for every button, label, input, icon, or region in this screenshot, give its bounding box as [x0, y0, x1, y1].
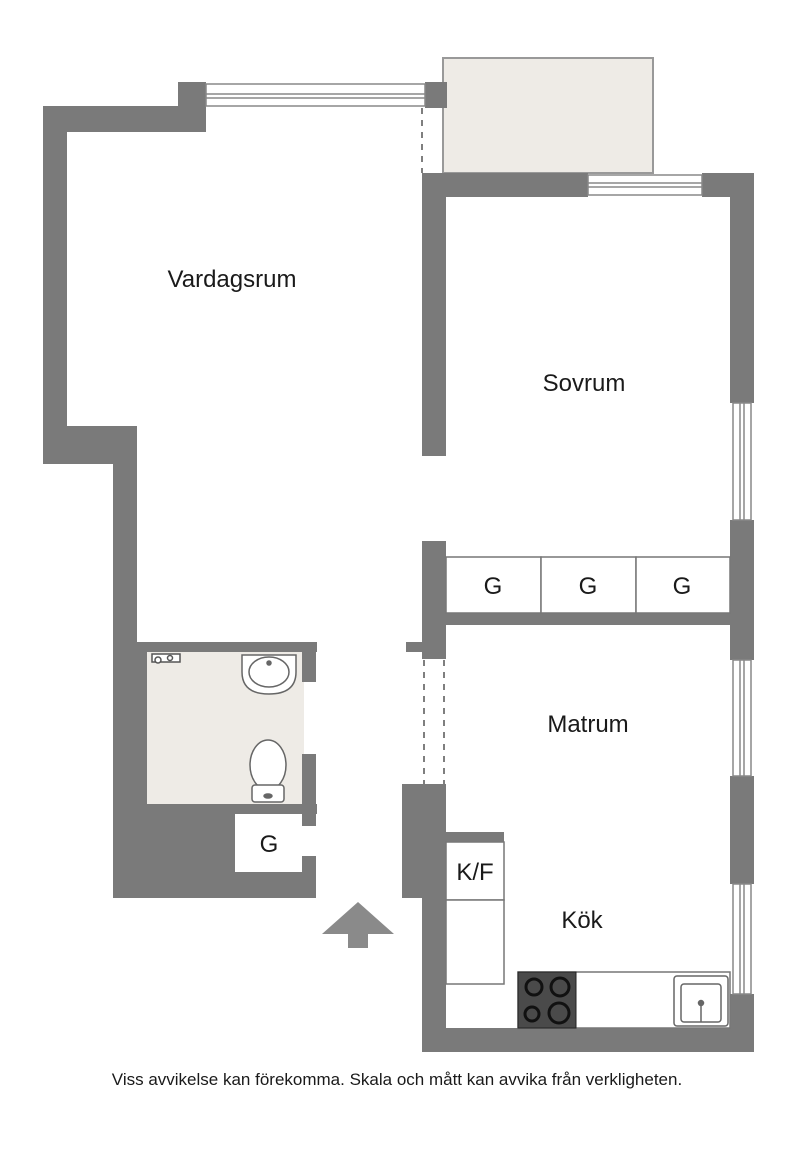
walls — [43, 82, 754, 1052]
room-label-matrum: Matrum — [547, 711, 628, 738]
disclaimer-text: Viss avvikelse kan förekomma. Skala och … — [111, 1070, 683, 1089]
bathroom-sink-icon — [241, 654, 297, 695]
windows — [205, 83, 752, 995]
balcony — [442, 57, 654, 174]
room-label-vardagsrum: Vardagsrum — [168, 266, 297, 293]
entrance-arrow-icon — [322, 902, 394, 948]
hall-closet — [235, 814, 302, 872]
wardrobe-label: G — [673, 573, 692, 600]
wardrobe-label: G — [579, 573, 598, 600]
room-label-sovrum: Sovrum — [543, 370, 626, 397]
room-label-kok: Kök — [561, 907, 603, 934]
hall-closet-label: G — [260, 831, 279, 858]
wardrobes — [445, 556, 731, 614]
openings — [421, 108, 445, 784]
toilet-icon — [249, 739, 287, 803]
wardrobe-label: G — [484, 573, 503, 600]
fridge-label: K/F — [456, 859, 493, 886]
shower-faucet-icon — [151, 653, 181, 664]
kitchen-sink-icon — [673, 975, 729, 1027]
floor-plan: Vardagsrum Sovrum Matrum Kök G G G G K/F — [43, 57, 754, 1052]
stove-icon — [517, 971, 577, 1029]
